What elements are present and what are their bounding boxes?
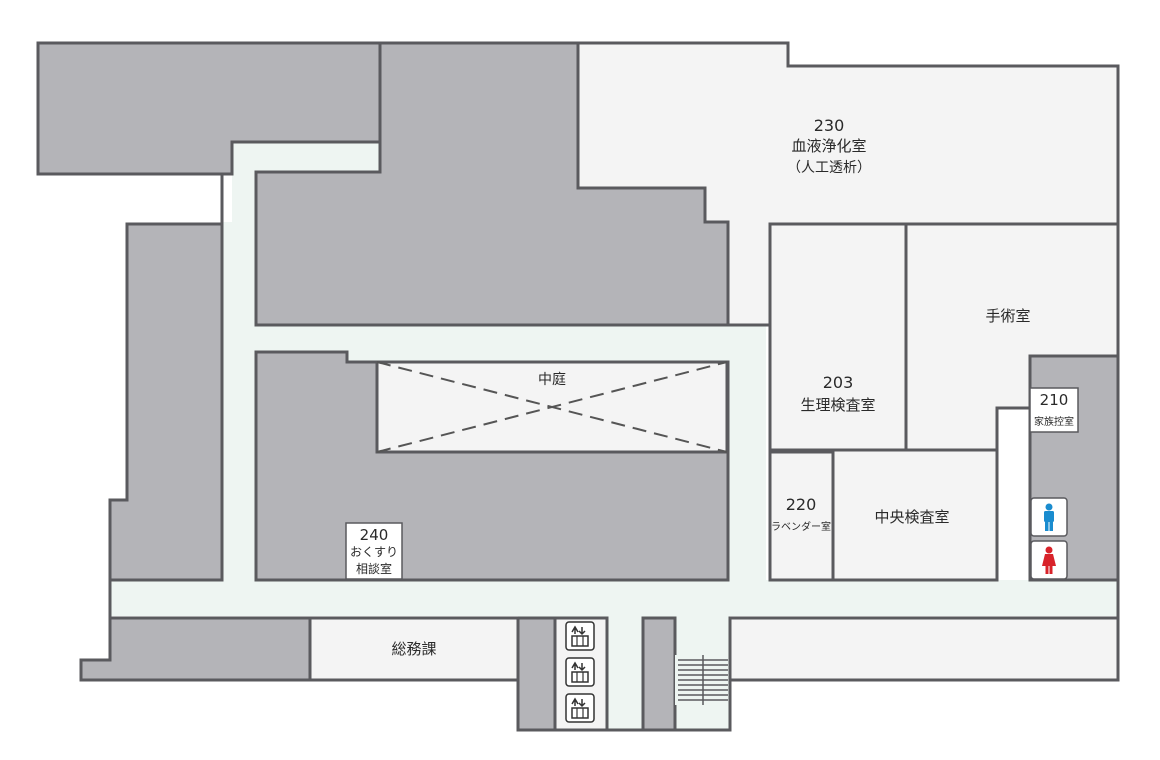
- counseling-name-line1: おくすり: [350, 545, 398, 559]
- family-room-label-box: [1029, 387, 1079, 433]
- lavender-number: 220: [786, 495, 817, 514]
- dialysis-number: 230: [814, 116, 845, 135]
- lavender-name: ラベンダー室: [771, 520, 831, 533]
- wall-elevator-left: [516, 616, 557, 732]
- elevator-icon[interactable]: [565, 693, 595, 723]
- general-affairs-name: 総務課: [391, 640, 436, 658]
- stairs-icon: [675, 655, 730, 705]
- wall-elevator-right: [641, 616, 677, 732]
- physiology-name: 生理検査室: [800, 396, 875, 414]
- dialysis-sub: （人工透析）: [787, 160, 871, 176]
- elevator-icon[interactable]: [565, 657, 595, 687]
- wall-block-bottom-left: [79, 616, 312, 682]
- counseling-number: 240: [360, 526, 389, 544]
- woman-icon[interactable]: [1030, 540, 1068, 580]
- room-bottom-right: [728, 616, 1120, 682]
- counseling-label-box: [345, 522, 403, 580]
- dialysis-name: 血液浄化室: [791, 137, 866, 155]
- family-number: 210: [1040, 391, 1069, 409]
- room-lavender: [768, 450, 835, 582]
- surgery-name: 手術室: [985, 307, 1030, 325]
- central-lab-name: 中央検査室: [874, 508, 949, 526]
- family-name: 家族控室: [1034, 415, 1074, 428]
- room-physiology: [768, 222, 908, 452]
- building-outline: [36, 41, 1120, 732]
- elevator-icon[interactable]: [565, 621, 595, 651]
- physiology-number: 203: [823, 373, 854, 392]
- room-central-lab: [831, 448, 999, 582]
- counseling-name-line2: 相談室: [356, 561, 392, 576]
- courtyard-name: 中庭: [538, 371, 566, 388]
- courtyard-cross-2: [376, 361, 728, 453]
- man-icon[interactable]: [1030, 497, 1068, 537]
